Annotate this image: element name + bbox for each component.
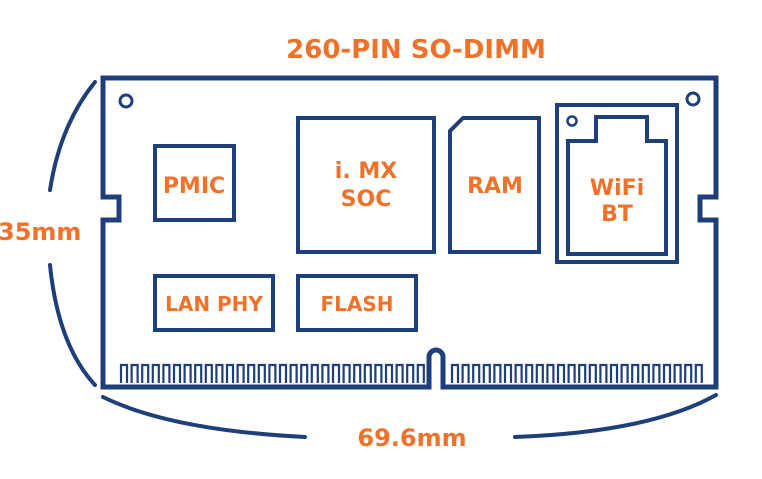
edge-pin (353, 363, 362, 383)
height-dimension-arc-top (48, 80, 97, 192)
edge-pin (310, 363, 319, 383)
mounting-hole-right (685, 91, 701, 107)
edge-pin (172, 363, 182, 383)
mounting-hole-left (118, 93, 134, 109)
edge-pin (503, 363, 513, 383)
edge-pin (472, 363, 481, 383)
edge-pin (514, 363, 523, 383)
board-outline (100, 75, 719, 390)
edge-pin (631, 363, 640, 383)
edge-pin (215, 363, 224, 383)
wifi-bt-pin1-marker (566, 115, 578, 127)
edge-pin (406, 363, 415, 383)
edge-pin (194, 363, 203, 383)
edge-pin (482, 363, 491, 383)
width-dimension-arc-left (101, 395, 307, 439)
edge-pin (257, 363, 266, 383)
edge-pin (141, 363, 150, 383)
edge-pin (652, 363, 661, 383)
edge-pin (620, 363, 629, 383)
edge-pin (578, 363, 587, 383)
edge-pin (684, 363, 693, 383)
edge-pin (119, 363, 129, 383)
edge-connector-pins-right (450, 363, 703, 383)
edge-pin (546, 363, 555, 383)
wifi-label: WiFi (590, 176, 644, 201)
edge-pin (588, 363, 597, 383)
soc-label-line2: SOC (341, 187, 392, 212)
width-dimension-arc-right (513, 393, 718, 439)
edge-pin (321, 363, 330, 383)
edge-pin (662, 363, 672, 383)
soc-chip (296, 116, 436, 254)
edge-pin (461, 363, 470, 383)
ram-label: RAM (467, 174, 523, 199)
bt-label: BT (601, 202, 633, 227)
flash-label: FLASH (320, 292, 393, 316)
edge-pin (384, 363, 394, 383)
wifi-bt-module (555, 103, 679, 264)
edge-pin (278, 363, 288, 383)
lan-phy-chip (153, 274, 275, 332)
edge-pin (331, 363, 341, 383)
edge-pin (609, 363, 619, 383)
pmic-label: PMIC (163, 174, 225, 199)
ram-chip (448, 116, 541, 254)
edge-pin (225, 363, 235, 383)
flash-chip (296, 274, 418, 332)
pmic-chip (153, 144, 236, 222)
wifi-bt-shield (566, 115, 668, 256)
edge-pin (204, 363, 213, 383)
edge-connector-pins-left (119, 363, 425, 383)
edge-pin (556, 363, 566, 383)
edge-pin (183, 363, 192, 383)
edge-pin (535, 363, 544, 383)
edge-pin (342, 363, 351, 383)
soc-label-line1: i. MX (335, 159, 397, 184)
edge-pin (151, 363, 160, 383)
edge-pin (268, 363, 277, 383)
edge-pin (525, 363, 534, 383)
edge-pin (162, 363, 171, 383)
edge-pin (450, 363, 460, 383)
height-dimension-label: 35mm (0, 218, 81, 246)
edge-pin (673, 363, 682, 383)
edge-pin (694, 363, 703, 383)
diagram-title: 260-PIN SO-DIMM (286, 35, 546, 65)
edge-pin (395, 363, 404, 383)
edge-pin (641, 363, 650, 383)
height-dimension-arc-bottom (48, 263, 97, 387)
edge-pin (416, 363, 425, 383)
edge-pin (567, 363, 576, 383)
lan-phy-label: LAN PHY (165, 292, 263, 316)
edge-pin (374, 363, 383, 383)
edge-pin (236, 363, 245, 383)
width-dimension-label: 69.6mm (357, 424, 466, 452)
edge-pin (289, 363, 298, 383)
edge-pin (599, 363, 608, 383)
edge-pin (363, 363, 372, 383)
edge-pin (247, 363, 256, 383)
edge-pin (493, 363, 502, 383)
edge-pin (130, 363, 139, 383)
edge-pin (300, 363, 309, 383)
